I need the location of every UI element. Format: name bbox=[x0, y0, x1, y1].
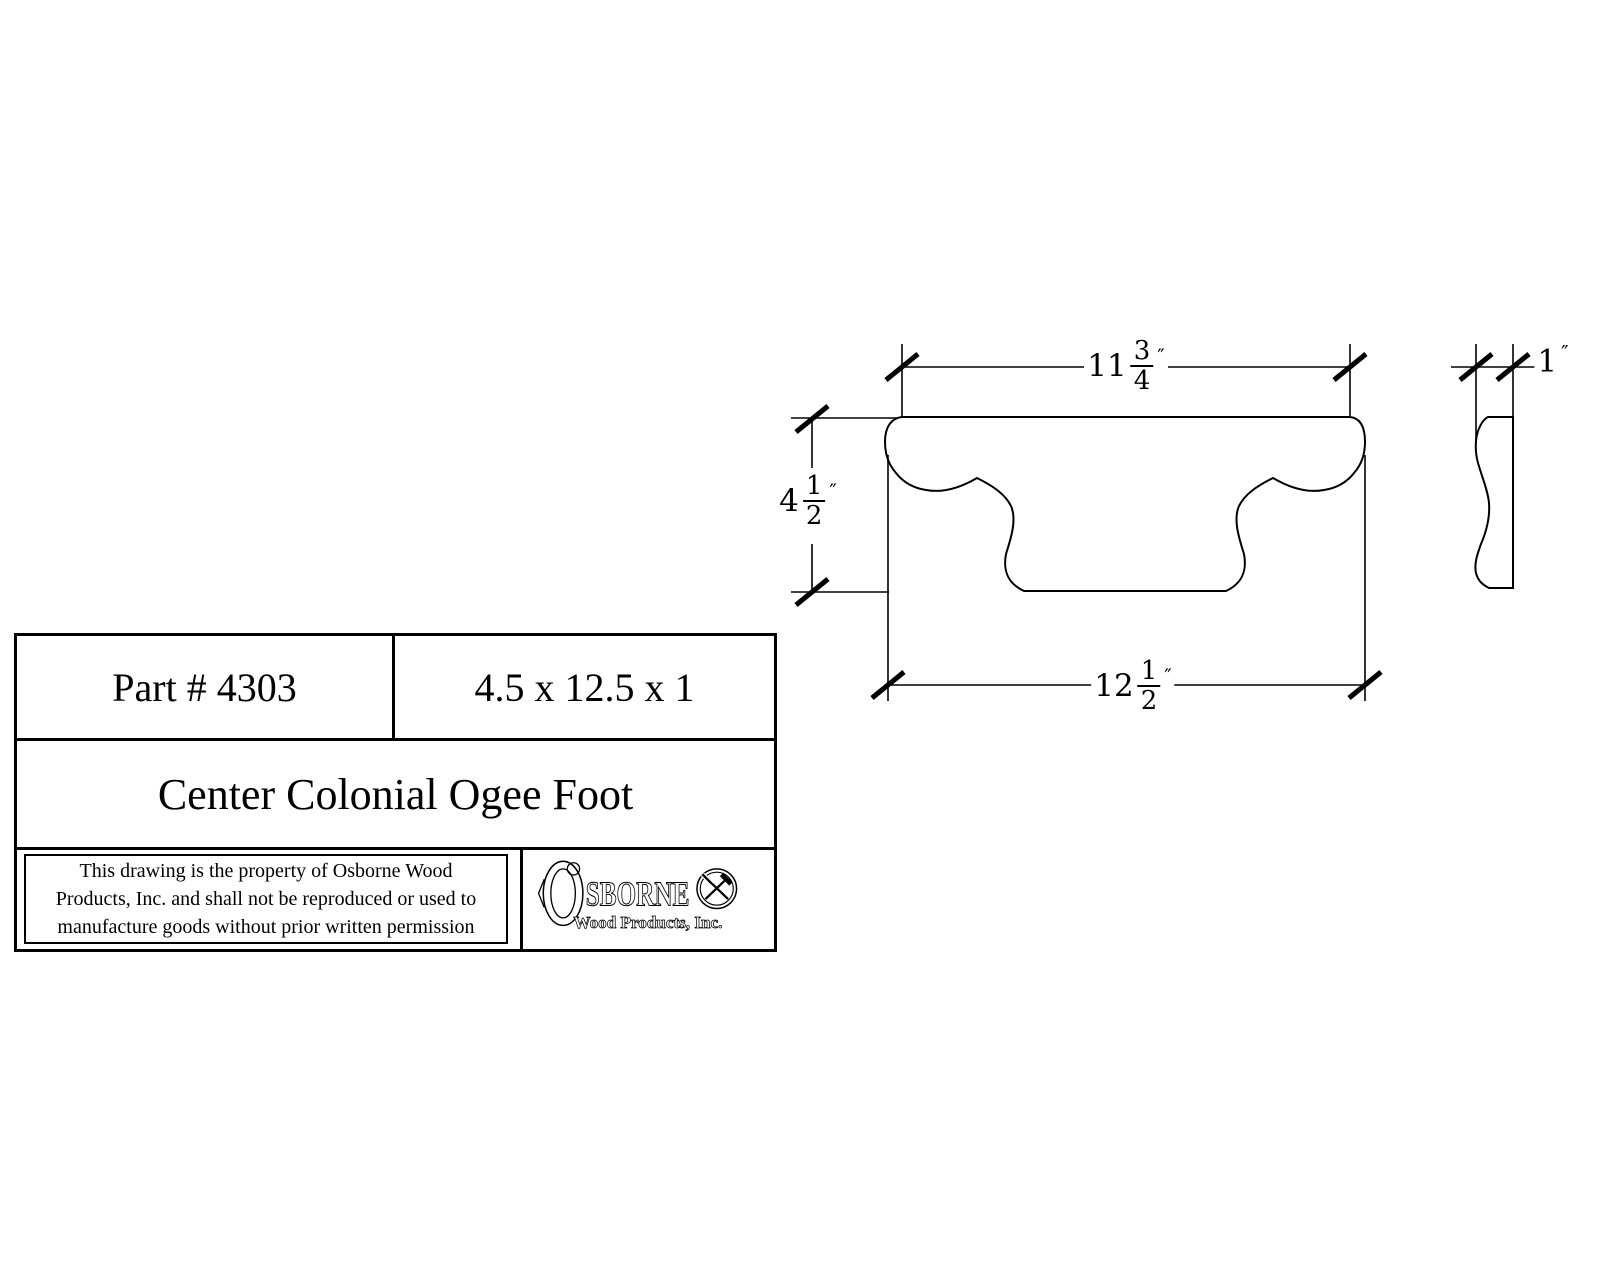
part-name-text: Center Colonial Ogee Foot bbox=[157, 769, 634, 819]
inch-mark: ″ bbox=[829, 479, 837, 503]
dim-height-whole: 4 bbox=[779, 482, 799, 519]
size-text: 4.5 x 12.5 x 1 bbox=[474, 664, 695, 710]
dim-height-fraction: 1 2 bbox=[802, 473, 826, 529]
inch-mark: ″ bbox=[1157, 344, 1165, 368]
extension-lines bbox=[791, 344, 1514, 701]
side-view-outline bbox=[1474, 416, 1514, 589]
copyright-notice-box: This drawing is the property of Osborne … bbox=[24, 854, 508, 944]
copyright-notice-cell: This drawing is the property of Osborne … bbox=[17, 850, 523, 949]
part-name-cell: Center Colonial Ogee Foot bbox=[17, 738, 774, 847]
notice-line-1: This drawing is the property of Osborne … bbox=[79, 860, 453, 882]
dim-label-bottom-width: 12 1 2 ″ bbox=[1091, 658, 1175, 714]
part-number-cell: Part # 4303 bbox=[17, 636, 395, 738]
inch-mark: ″ bbox=[1561, 340, 1569, 364]
title-block-row-3: This drawing is the property of Osborne … bbox=[17, 847, 774, 949]
notice-line-2: Products, Inc. and shall not be reproduc… bbox=[55, 888, 477, 910]
title-block-row-1: Part # 4303 4.5 x 12.5 x 1 bbox=[17, 636, 774, 738]
logo-cell: SBORNE Wood Products, Inc. bbox=[523, 850, 774, 949]
dim-top-width-fraction: 3 4 bbox=[1130, 338, 1154, 394]
title-block: Part # 4303 4.5 x 12.5 x 1 Center Coloni… bbox=[14, 633, 777, 952]
dim-depth-whole: 1 bbox=[1537, 343, 1558, 380]
dimension-lines bbox=[811, 366, 1538, 686]
logo-subtext: Wood Products, Inc. bbox=[573, 913, 722, 932]
notice-line-3: manufacture goods without prior written … bbox=[57, 916, 475, 938]
part-number-text: Part # 4303 bbox=[112, 664, 297, 710]
dim-label-height: 4 1 2 ″ bbox=[776, 473, 840, 529]
crossed-hammers-emblem bbox=[696, 868, 738, 910]
dim-label-depth: 1 ″ bbox=[1534, 342, 1572, 380]
dim-bottom-width-whole: 12 bbox=[1094, 667, 1134, 704]
size-cell: 4.5 x 12.5 x 1 bbox=[395, 636, 774, 738]
front-view-outline bbox=[883, 416, 1367, 592]
osborne-logo: SBORNE Wood Products, Inc. bbox=[537, 860, 738, 933]
logo-initial-o bbox=[537, 860, 584, 927]
logo-rest-text: SBORNE bbox=[586, 875, 690, 914]
dim-label-top-width: 11 3 4 ″ bbox=[1084, 338, 1168, 394]
dim-top-width-whole: 11 bbox=[1087, 347, 1127, 384]
dim-bottom-width-fraction: 1 2 bbox=[1137, 658, 1161, 714]
inch-mark: ″ bbox=[1164, 664, 1172, 688]
dimension-ticks bbox=[794, 352, 1531, 700]
